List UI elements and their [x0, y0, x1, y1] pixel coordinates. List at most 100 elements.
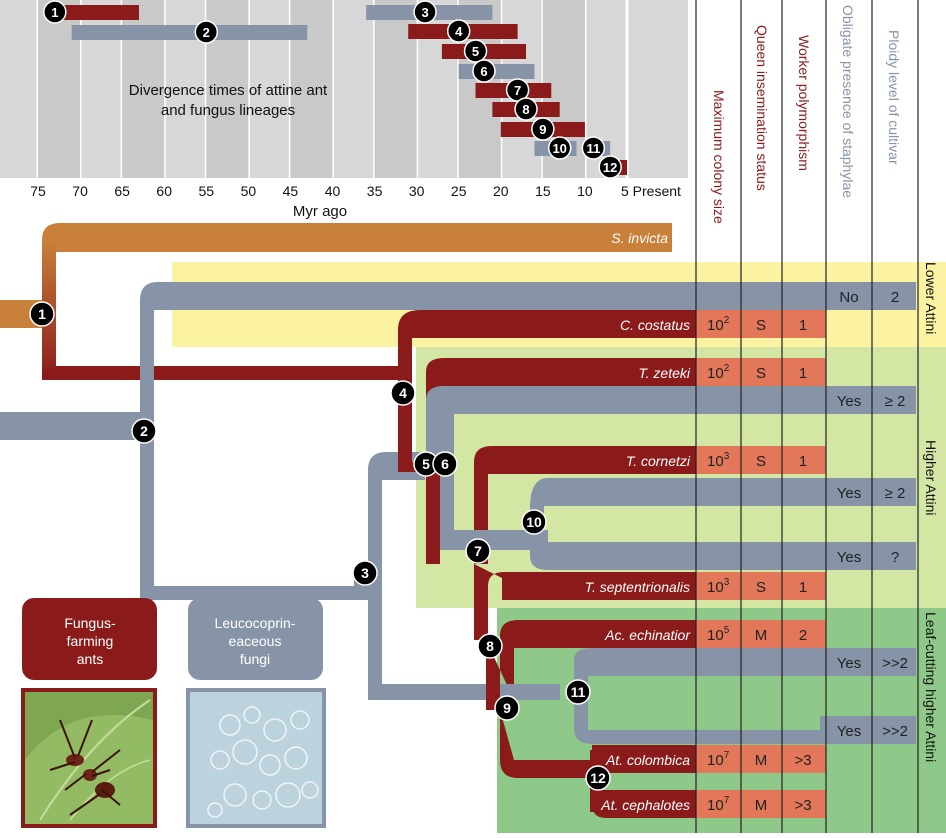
ploidy-cell: 2: [891, 289, 899, 306]
ploidy-cell: >>2: [882, 723, 908, 740]
table-column-lines: [695, 0, 919, 833]
taxon-label: S. invicta: [611, 230, 668, 246]
fungus-branch-11: [574, 648, 822, 744]
timeline-node-label: 11: [586, 141, 600, 156]
timeline-node-label: 8: [522, 102, 529, 117]
tree-node-12: [585, 765, 611, 791]
staphylae-cell: Yes: [837, 723, 861, 740]
column-header-staphylae: Obligate presence of staphylae: [840, 5, 856, 198]
timeline-tick-label: 70: [72, 183, 88, 199]
queen-cell: M: [755, 752, 768, 769]
timeline-node-label: 5: [472, 44, 479, 59]
worker-cell: 1: [799, 579, 807, 596]
fungus-row-bg: [820, 542, 916, 570]
staphylae-cell: Yes: [837, 485, 861, 502]
tree-node-1: [29, 301, 55, 327]
timeline-title-line1: Divergence times of attine ant: [129, 82, 328, 99]
staphylae-cell: Yes: [837, 655, 861, 672]
trait-row-bg: [696, 358, 826, 386]
timeline-node-9: [531, 117, 555, 141]
tree-node-label: 6: [441, 456, 449, 472]
ant-photo: [21, 688, 157, 828]
column-header-queen: Queen insemination status: [754, 25, 770, 191]
timeline-bar-2: [71, 25, 308, 40]
tree-node-4: [390, 380, 416, 406]
taxon-label: At. colombica: [605, 752, 690, 768]
timeline-node-label: 3: [421, 5, 428, 20]
worker-cell: 1: [799, 365, 807, 382]
timeline-tick-label: 75: [30, 183, 46, 199]
staphylae-cell: No: [839, 289, 858, 306]
timeline-node-label: 1: [51, 5, 58, 20]
ploidy-cell: ≥ 2: [885, 393, 906, 410]
ant-branch-9-12: [500, 710, 600, 778]
fungus-stem-11: [500, 684, 560, 700]
tree-node-label: 10: [526, 514, 542, 530]
legend-fungi-line1: Leucocoprin-: [215, 615, 296, 631]
queen-cell: M: [755, 627, 768, 644]
tree-node-label: 7: [474, 543, 482, 559]
timeline-tick-label: 25: [451, 183, 467, 199]
tree-node-label: 1: [38, 306, 46, 322]
worker-cell: >3: [794, 797, 811, 814]
timeline-bar-6: [458, 64, 535, 79]
tree-node-9: [494, 695, 520, 721]
ploidy-cell: ?: [891, 549, 899, 566]
taxon-label: At. cephalotes: [600, 797, 690, 813]
timeline-title-line2: and fungus lineages: [161, 102, 295, 119]
tree-node-label: 2: [140, 423, 148, 439]
timeline-node-label: 7: [514, 83, 521, 98]
tree-node-label: 9: [503, 700, 511, 716]
timeline-tick-label: 5 Present: [621, 183, 681, 199]
tree-node-3: [352, 560, 378, 586]
legend-ants-box: [22, 598, 157, 680]
tree-node-6: [432, 451, 458, 477]
timeline-node-label: 9: [539, 122, 546, 137]
trait-row-bg: [696, 310, 826, 338]
taxon-label: T. cornetzi: [626, 453, 691, 469]
legend-ants-line3: ants: [77, 651, 103, 667]
tree-node-label: 12: [590, 770, 606, 786]
taxon-labels: S. invicta C. costatus T. zeteki T. corn…: [585, 230, 692, 813]
fungus-row-bg: [820, 282, 916, 310]
column-header-colony: Maximum colony size: [711, 90, 727, 224]
group-label-lower: Lower Attini: [923, 262, 939, 334]
trait-row-bg: [696, 446, 826, 474]
fungus-row-bg: [820, 386, 916, 414]
timeline-tick-label: 30: [409, 183, 425, 199]
trait-row-bg: [696, 572, 826, 600]
tree-node-11: [565, 679, 591, 705]
timeline-node-11: [581, 136, 606, 160]
column-header-worker: Worker polymorphism: [796, 35, 812, 171]
legend-ants-line2: farming: [67, 633, 114, 649]
queen-cell: S: [756, 579, 766, 596]
timeline-tick-label: 50: [241, 183, 257, 199]
timeline-node-10: [547, 136, 572, 160]
timeline-tick-label: 45: [283, 183, 299, 199]
timeline-tick-label: 65: [114, 183, 130, 199]
group-label-higher: Higher Attini: [923, 440, 939, 515]
timeline-node-3: [413, 0, 437, 24]
tree-node-7: [465, 538, 491, 564]
staphylae-cell: Yes: [837, 393, 861, 410]
group-label-leaf-cutting: Leaf-cutting higher Attini: [923, 612, 939, 762]
worker-cell: 1: [799, 317, 807, 334]
trait-row-bg: [696, 790, 826, 818]
legend: Fungus- farming ants Leucocoprin- eaceou…: [21, 598, 326, 828]
timeline-bar-1: [46, 5, 139, 20]
column-header-ploidy: Ploidy level of cultivar: [886, 30, 902, 165]
fungus-row-bg: [820, 716, 916, 744]
trait-row-bg: [696, 620, 826, 648]
legend-fungi-box: [188, 598, 323, 680]
timeline-node-2: [194, 20, 219, 44]
timeline-tick-label: 15: [535, 183, 551, 199]
tree-node-label: 4: [399, 385, 407, 401]
timeline-tick-label: 35: [367, 183, 383, 199]
fungus-branch-10: [530, 530, 822, 570]
timeline-node-label: 4: [455, 24, 463, 39]
